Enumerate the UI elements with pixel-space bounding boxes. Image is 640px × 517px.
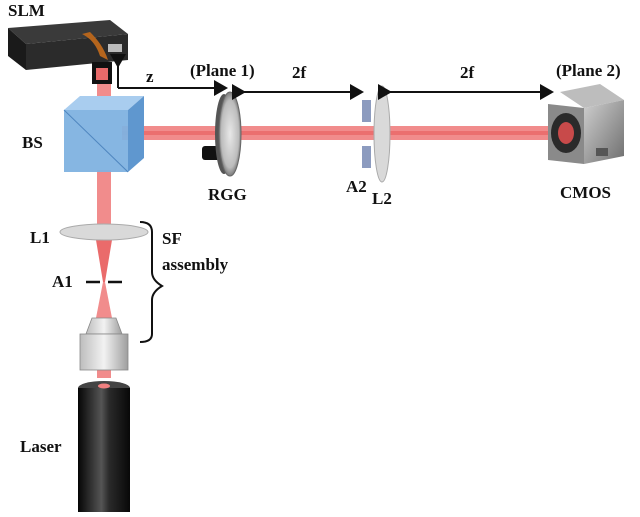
lens-l1: [59, 223, 149, 241]
lens-l2: [373, 85, 391, 183]
objective-tip: [85, 317, 123, 335]
cmos-top: [560, 84, 624, 108]
laser-body: [78, 388, 130, 512]
l2-label: L2: [372, 189, 392, 208]
slm-front: [8, 28, 26, 70]
microscope-objective: [79, 317, 129, 371]
plane1-label: (Plane 1): [190, 61, 255, 80]
cmos-label: CMOS: [560, 183, 611, 202]
z-label: z: [146, 67, 154, 86]
beam-cone-lower: [96, 282, 112, 318]
laser-label: Laser: [20, 437, 62, 456]
cmos-connector: [596, 148, 608, 156]
plane2-label: (Plane 2): [556, 61, 621, 80]
distance-1-label: 2f: [292, 63, 307, 82]
cmos-sensor: [558, 122, 574, 144]
slm-ribbon-cable: [82, 32, 108, 60]
sf-label: SF: [162, 229, 182, 248]
a1-label: A1: [52, 272, 73, 291]
bs-label: BS: [22, 133, 43, 152]
slm-label: SLM: [8, 1, 45, 20]
l1-label: L1: [30, 228, 50, 247]
beam-splitter: [63, 96, 144, 173]
rgg-disk: [218, 91, 242, 177]
bs-side-face: [128, 96, 144, 172]
rgg-label: RGG: [208, 185, 247, 204]
bs-top-face: [64, 96, 144, 110]
slm-top: [8, 20, 128, 44]
distance-2-label: 2f: [460, 63, 475, 82]
beam-vertical-mid: [97, 170, 111, 232]
sf-assembly-label: assembly: [162, 255, 229, 274]
laser-source: [78, 381, 130, 512]
slm-panel: [96, 68, 108, 80]
objective-body: [79, 333, 129, 371]
rotating-ground-glass: [202, 91, 242, 177]
bs-diagonal: [63, 109, 129, 173]
slm-device: [8, 20, 128, 84]
a2-label: A2: [346, 177, 367, 196]
beam-cone-upper: [96, 240, 112, 282]
cmos-side: [584, 100, 624, 164]
slm-badge: [108, 44, 122, 52]
beam-horizontal-core: [122, 131, 562, 135]
aperture-a2-bottom: [362, 146, 371, 168]
laser-aperture: [98, 383, 110, 389]
slm-body: [26, 34, 128, 70]
cmos-camera: [548, 84, 624, 164]
sf-assembly-bracket: [139, 221, 164, 343]
aperture-a2-top: [362, 100, 371, 122]
